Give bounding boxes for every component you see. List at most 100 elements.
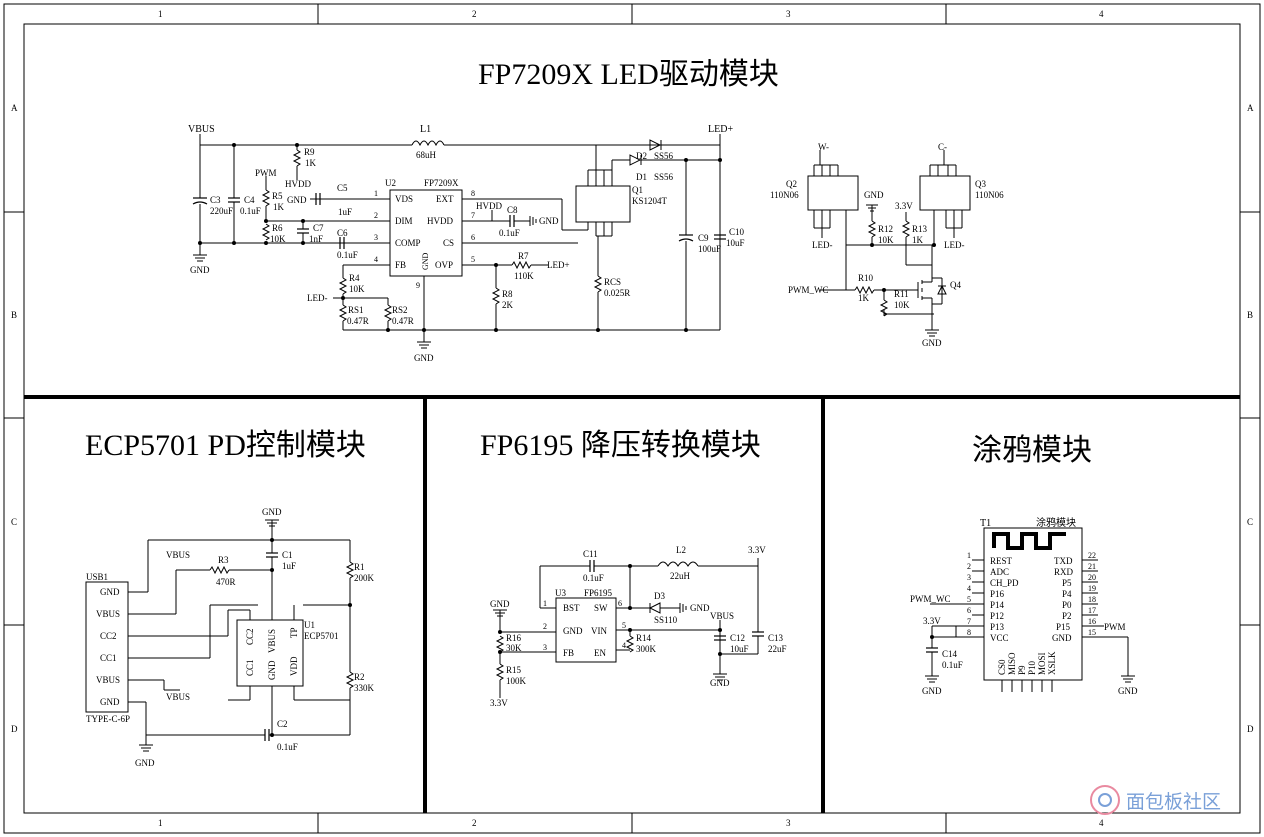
d2-label: D2	[636, 151, 647, 161]
pwm-wc-label: PWM_WC	[788, 285, 829, 295]
pin-p16: P16	[990, 589, 1005, 599]
rs1-label: RS1	[348, 305, 364, 315]
r6-label: R6	[272, 223, 283, 233]
r2-value: 330K	[354, 683, 375, 693]
row-label: C	[11, 517, 17, 527]
pin-num: 7	[471, 211, 475, 220]
c-minus-label: C-	[938, 142, 947, 152]
row-label: D	[11, 724, 18, 734]
gnd-label: GND	[490, 599, 510, 609]
r15-label: R15	[506, 665, 522, 675]
r12-value: 10K	[878, 235, 894, 245]
v33-label: 3.3V	[923, 616, 941, 626]
q3-label: Q3	[975, 179, 986, 189]
pin-vcc: VCC	[990, 633, 1009, 643]
col-label: 3	[786, 9, 791, 19]
pin-rxd: RXD	[1054, 567, 1074, 577]
c9-value: 100uF	[698, 244, 721, 254]
pin-fb: FB	[395, 260, 406, 270]
pin-num: 8	[471, 189, 475, 198]
gnd-label: GND	[710, 678, 730, 688]
c8-label: C8	[507, 205, 518, 215]
c4-label: C4	[244, 195, 255, 205]
led-minus-label: LED-	[944, 240, 965, 250]
usb-pin-cc1: CC1	[100, 653, 117, 663]
gnd-label: GND	[539, 216, 559, 226]
gnd-label: GND	[690, 603, 710, 613]
c14-value: 0.1uF	[942, 660, 963, 670]
t1-module-name: 涂鸦模块	[1036, 516, 1076, 529]
rs2-value: 0.47R	[392, 316, 414, 326]
pwm-wc-label: PWM_WC	[910, 594, 951, 604]
d3-label: D3	[654, 591, 665, 601]
gnd-label: GND	[262, 507, 282, 517]
led-plus-label: LED+	[547, 260, 570, 270]
v33-label: 3.3V	[748, 545, 766, 555]
r7-value: 110K	[514, 271, 534, 281]
pin-num: 3	[543, 643, 547, 652]
u1-label: U1	[304, 620, 315, 630]
pin-fb: FB	[563, 648, 574, 658]
r13-label: R13	[912, 224, 928, 234]
u1-pin-vbus: VBUS	[267, 629, 277, 653]
col-label: 3	[786, 818, 791, 828]
pin-p13: P13	[990, 622, 1005, 632]
r14-value: 300K	[636, 644, 657, 654]
r5-value: 1K	[273, 202, 285, 212]
t1-label: T1	[980, 518, 991, 529]
pin-num: 18	[1088, 595, 1096, 604]
q2-label: Q2	[786, 179, 797, 189]
w-minus-label: W-	[818, 142, 829, 152]
pin-num: 2	[543, 622, 547, 631]
r11-label: R11	[894, 289, 909, 299]
u1-pin-tp: TP	[289, 627, 299, 638]
c11-value: 0.1uF	[583, 573, 604, 583]
pin-num: 1	[374, 189, 378, 198]
pin-num: 3	[374, 233, 378, 242]
gnd-label: GND	[922, 686, 942, 696]
pin-bst: BST	[563, 603, 580, 613]
u1-pin-cc2: CC2	[245, 628, 255, 645]
pin-p0: P0	[1062, 600, 1072, 610]
led-minus-label: LED-	[812, 240, 833, 250]
vbus-label: VBUS	[710, 611, 734, 621]
mosfet-switch-circuit: W- Q2 110N06 GND LED- R12 10K 3.3V R13 1…	[770, 142, 1004, 348]
antenna-icon	[992, 532, 1066, 550]
pin-num: 19	[1088, 584, 1096, 593]
pin-vin: VIN	[591, 626, 607, 636]
u2-label: U2	[385, 178, 396, 188]
r11-value: 10K	[894, 300, 910, 310]
pin-gnd: GND	[421, 252, 430, 270]
pin-num: 4	[374, 255, 378, 264]
usb-pin-vbus: VBUS	[96, 609, 120, 619]
c2-label: C2	[277, 719, 288, 729]
c6-value: 0.1uF	[337, 250, 358, 260]
r6-value: 10K	[270, 234, 286, 244]
usb1-label: USB1	[86, 572, 108, 582]
pin-num: 8	[967, 628, 971, 637]
buck-converter-circuit: C11 0.1uF L2 22uH 3.3V U3 FP6195 BST SW …	[490, 545, 787, 708]
c10-label: C10	[729, 227, 745, 237]
pin-p15: P15	[1056, 622, 1071, 632]
pin-dim: DIM	[395, 216, 413, 226]
c12-value: 10uF	[730, 644, 749, 654]
vbus-net-label: VBUS	[166, 550, 190, 560]
hvdd-label: HVDD	[285, 179, 311, 189]
col-label: 1	[158, 818, 163, 828]
c14-label: C14	[942, 649, 958, 659]
q1-label: Q1	[632, 185, 643, 195]
gnd-label: GND	[414, 353, 434, 363]
c3-value: 220uF	[210, 206, 233, 216]
q1-mosfet	[575, 185, 631, 223]
usb-pin-vbus2: VBUS	[96, 675, 120, 685]
r16-label: R16	[506, 633, 522, 643]
pin-num: 9	[416, 281, 420, 290]
pin-ext: EXT	[436, 194, 454, 204]
pin-num: 5	[967, 595, 971, 604]
rs2-label: RS2	[392, 305, 408, 315]
pin-gnd: GND	[563, 626, 583, 636]
c7-label: C7	[313, 223, 324, 233]
u3-label: U3	[555, 588, 566, 598]
pwm-label: PWM	[255, 168, 277, 178]
l2-label: L2	[676, 545, 686, 555]
